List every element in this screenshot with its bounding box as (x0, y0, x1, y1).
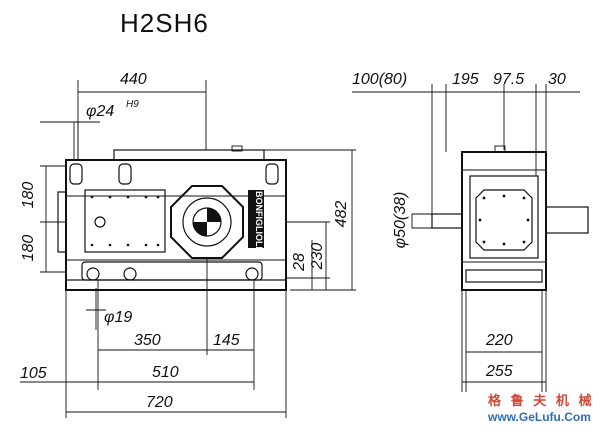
oil-plug (94, 216, 106, 228)
dim-482: 482 (333, 201, 350, 228)
side-input-shaft (431, 213, 463, 229)
inspection-cover (84, 189, 166, 253)
side-base (465, 269, 543, 283)
cover-bolts (90, 195, 160, 247)
side-dimension-lines (352, 84, 580, 392)
dim-shaft-dia: φ24 (86, 103, 114, 120)
nameplate (248, 190, 264, 248)
nameplate-text: BONFIGLIOLI (254, 191, 264, 249)
dim-28: 28 (291, 253, 308, 272)
dim-220: 220 (485, 332, 513, 349)
side-flange-bolts (478, 194, 530, 246)
dim-lower-180: 180 (20, 235, 37, 262)
base-rail (81, 261, 263, 281)
dim-510: 510 (152, 364, 179, 381)
lifting-lug-left (69, 163, 83, 185)
shaft-marker-q1 (207, 208, 221, 222)
output-flange (170, 185, 244, 259)
foot-hole-2 (123, 267, 137, 281)
dim-shaft-tol: H9 (126, 99, 139, 110)
side-flange (475, 189, 533, 251)
foot-hole-3 (245, 267, 259, 281)
side-view (431, 145, 589, 291)
dim-255: 255 (485, 363, 513, 380)
dim-720: 720 (146, 394, 173, 411)
dim-upper-180: 180 (20, 182, 37, 209)
side-flange-outer (469, 175, 539, 259)
watermark-url: www.GeLufu.Com (487, 410, 591, 424)
dim-97-5: 97.5 (493, 71, 524, 88)
dim-145: 145 (213, 332, 240, 349)
watermark-cn: 格 鲁 夫 机 械 (488, 393, 594, 408)
foot-hole-1 (86, 267, 100, 281)
base-plate (65, 279, 287, 291)
dim-30: 30 (548, 71, 566, 88)
output-bore-ring (182, 197, 232, 247)
dim-100-80: 100(80) (352, 71, 407, 88)
front-dimension-lines (20, 80, 356, 418)
dim-350: 350 (134, 332, 161, 349)
model-title: H2SH6 (120, 8, 209, 38)
dim-105: 105 (20, 365, 47, 382)
lifting-lug-mid (118, 163, 132, 185)
breather (231, 145, 243, 152)
shaft-marker-q3 (193, 222, 207, 236)
dim-195: 195 (452, 71, 479, 88)
dim-230: 230 (309, 243, 326, 271)
top-cover (113, 149, 265, 161)
dim-440: 440 (120, 71, 147, 88)
front-view: BONFIGLIOLI (57, 145, 287, 291)
side-output-shaft (545, 206, 589, 234)
side-housing (461, 151, 547, 291)
lifting-lug-right (265, 163, 279, 185)
dim-side-shaft-dia: φ50(38) (392, 192, 409, 249)
dim-bolt-dia: φ19 (104, 309, 132, 326)
